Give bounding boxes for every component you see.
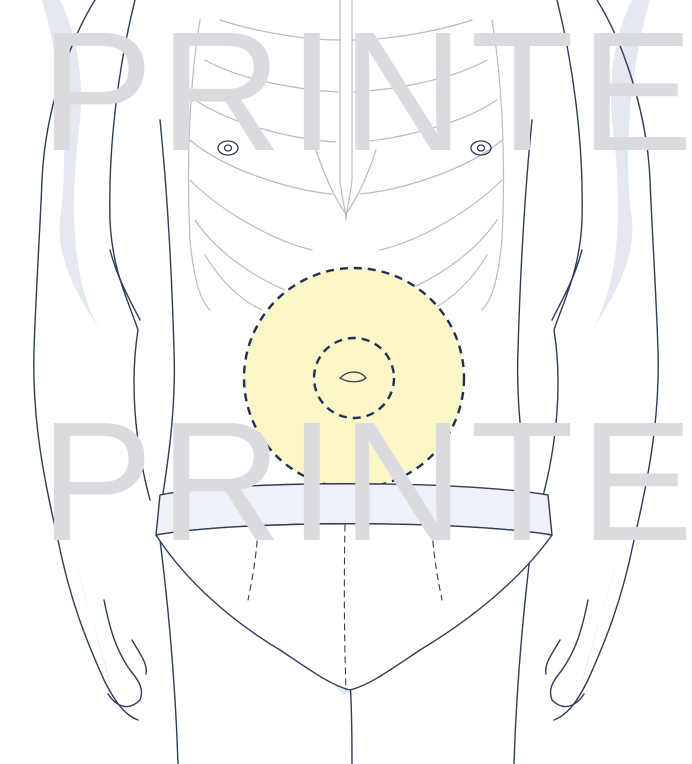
watermark-top: PRINTED <box>40 0 692 187</box>
watermark-bottom: PRINTED <box>40 387 692 577</box>
